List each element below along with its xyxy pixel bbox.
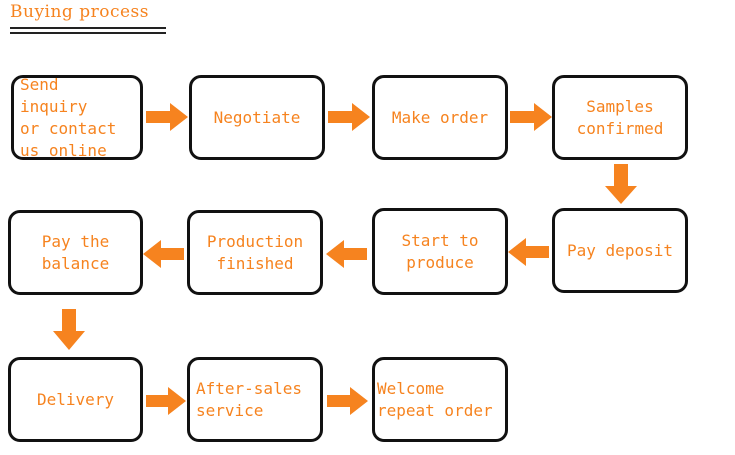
arrow-right-icon (327, 387, 368, 415)
arrow-down-icon (605, 164, 637, 204)
step-label: Delivery (36, 389, 115, 409)
step-label: Pay deposit (567, 240, 673, 260)
arrow-left-icon (508, 238, 549, 266)
step-label: Production finished (206, 231, 304, 273)
arrow-right-icon (146, 387, 186, 415)
step-pay-deposit: Pay deposit (552, 208, 688, 293)
step-label: Start to produce (401, 230, 479, 272)
step-pay-the-balance: Pay the balance (8, 210, 143, 295)
step-label: Make order (391, 107, 489, 127)
step-after-sales-service: After-sales service (187, 357, 323, 442)
step-label: Samples confirmed (576, 96, 664, 138)
step-production-finished: Production finished (187, 210, 323, 295)
arrow-left-icon (326, 240, 367, 268)
step-negotiate: Negotiate (189, 75, 325, 160)
step-make-order: Make order (372, 75, 508, 160)
step-label: Negotiate (213, 107, 301, 127)
step-start-to-produce: Start to produce (372, 208, 508, 295)
arrow-right-icon (510, 103, 552, 131)
step-samples-confirmed: Samples confirmed (552, 75, 688, 160)
step-delivery: Delivery (8, 357, 143, 442)
step-label: Pay the balance (41, 231, 110, 273)
step-label: After-sales service (196, 378, 302, 420)
title-underline-top (10, 27, 166, 29)
arrow-right-icon (146, 103, 188, 131)
step-label: Welcome repeat order (377, 378, 493, 420)
diagram-title: Buying process (10, 2, 149, 22)
step-welcome-repeat-order: Welcome repeat order (372, 357, 508, 442)
arrow-right-icon (328, 103, 370, 131)
step-label: Send inquiry or contact us online (20, 74, 117, 160)
arrow-down-icon (53, 309, 85, 350)
arrow-left-icon (143, 240, 184, 268)
step-send-inquiry: Send inquiry or contact us online (11, 75, 143, 160)
title-underline-bottom (10, 32, 166, 34)
